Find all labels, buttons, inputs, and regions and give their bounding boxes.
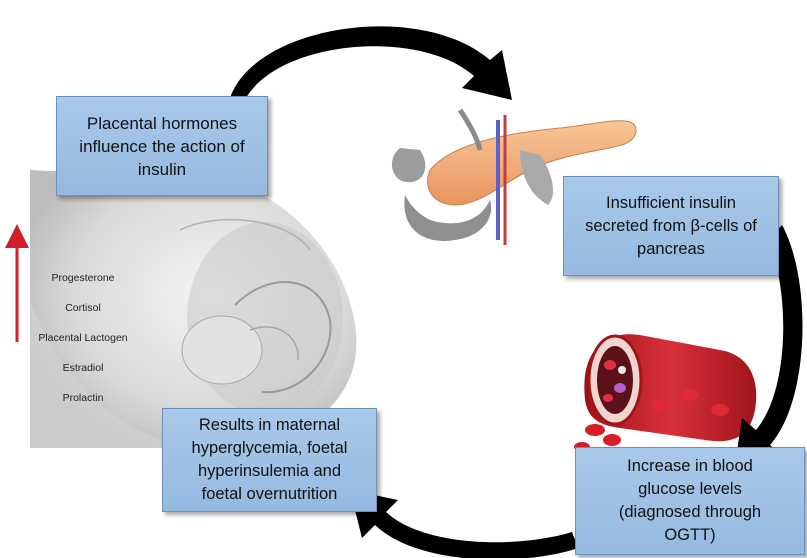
blood-vessel-illustration	[574, 334, 756, 452]
cycle-arrow-bottom	[350, 490, 578, 558]
hormone-item: Prolactin	[33, 391, 133, 406]
placental-hormones-box: Placental hormones influence the action …	[56, 96, 268, 196]
hormone-list: Progesterone Cortisol Placental Lactogen…	[33, 256, 133, 421]
insufficient-insulin-text: Insufficient insulin secreted from β-cel…	[585, 192, 757, 261]
hormone-item: Estradiol	[33, 361, 133, 376]
maternal-hyperglycemia-text: Results in maternal hyperglycemia, foeta…	[192, 414, 348, 506]
blood-glucose-text: Increase in blood glucose levels (diagno…	[619, 455, 761, 547]
hormone-item: Progesterone	[33, 271, 133, 286]
insufficient-insulin-box: Insufficient insulin secreted from β-cel…	[563, 176, 779, 276]
cycle-arrow-top	[230, 26, 512, 100]
blood-glucose-box: Increase in blood glucose levels (diagno…	[575, 447, 805, 555]
hormone-item: Placental Lactogen	[33, 331, 133, 346]
hormone-item: Cortisol	[33, 301, 133, 316]
maternal-hyperglycemia-box: Results in maternal hyperglycemia, foeta…	[162, 408, 377, 512]
placental-hormones-text: Placental hormones influence the action …	[79, 112, 244, 181]
